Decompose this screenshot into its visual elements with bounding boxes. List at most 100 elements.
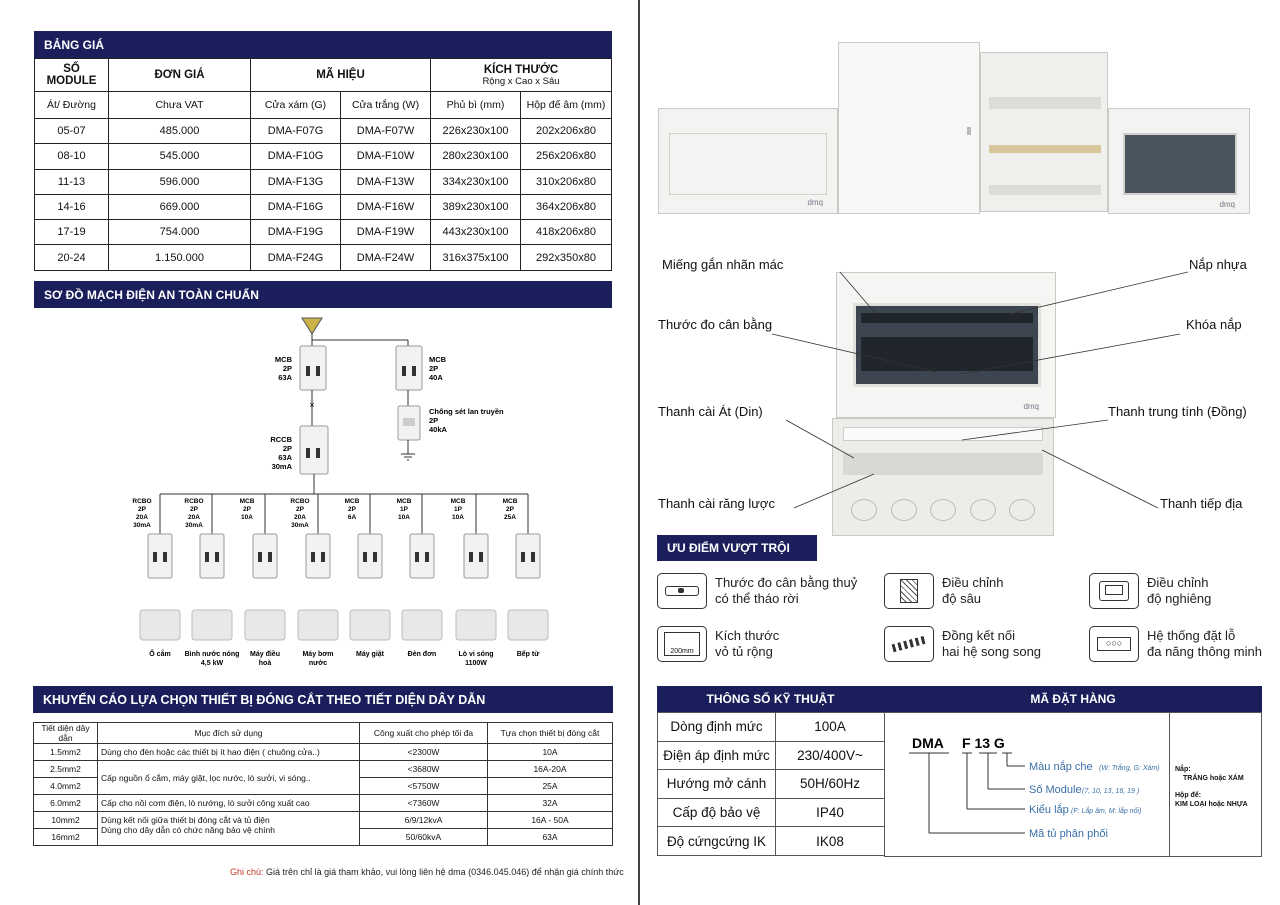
price-cell: DMA-F13W — [340, 168, 431, 195]
price-cell: 226x230x100 — [430, 117, 521, 145]
appliance-label: Máy điều — [250, 649, 280, 658]
branch-breaker — [199, 533, 225, 579]
branch-group: RCBO2P20A30mARCBO2P20A30mAMCB2P10ARCBO2P… — [132, 494, 541, 579]
price-cell: 05-07 — [34, 117, 109, 145]
order-header-text: MÃ ĐẶT HÀNG — [1030, 692, 1116, 706]
rec-cell: 32A — [487, 794, 613, 812]
appliance-icon — [139, 609, 181, 641]
branch-label: 6A — [348, 514, 357, 521]
branch-label: 10A — [452, 514, 464, 521]
branch-label: 1P — [454, 506, 463, 513]
neutral-label: Thanh trung tính (Đồng) — [1108, 404, 1247, 419]
size-badge: 200mm — [664, 632, 700, 656]
col-price: ĐƠN GIÁ — [108, 58, 251, 92]
note-text: Giá trên chỉ là giá tham khảo, vui lòng … — [266, 867, 624, 877]
adv-header-text: ƯU ĐIỂM VƯỢT TRỘI — [667, 541, 790, 555]
branch-breaker — [147, 533, 173, 579]
sub-white: Cửa trắng (W) — [340, 91, 431, 119]
price-cell: 669.000 — [108, 193, 251, 221]
rec-cell: 10A — [487, 743, 613, 761]
price-cell: 14-16 — [34, 193, 109, 221]
mcb-main-l2: 2P — [283, 364, 292, 373]
feature-text: độ nghiêng — [1147, 591, 1212, 606]
rec-purpose-l1: Dùng kết nối giữa thiết bị đóng cắt và t… — [101, 815, 270, 825]
appliance-label: Bếp từ — [517, 650, 541, 658]
rccb-l3: 63A — [278, 453, 292, 462]
feature-text: Thước đo cân bằng thuỷ — [715, 575, 858, 590]
price-cell: 292x350x80 — [520, 244, 612, 271]
price-cell: 754.000 — [108, 219, 251, 246]
circuit-header-text: SƠ ĐỒ MẠCH ĐIỆN AN TOÀN CHUẨN — [44, 287, 259, 302]
price-cell: 364x206x80 — [520, 193, 612, 221]
branch-label: 20A — [188, 514, 200, 521]
order-side-notes: Nắp: TRẮNG hoặc XÁM Hộp đế: KIM LOẠI hoặ… — [1175, 765, 1261, 809]
feature-text: Đồng kết nối — [942, 628, 1015, 643]
appliance-label: 4,5 kW — [201, 660, 224, 667]
branch-label: RCBO — [290, 498, 309, 505]
feature-text: Hệ thống đặt lỗ — [1147, 628, 1236, 643]
appliance-label: Máy bơm — [302, 651, 333, 658]
cabinet-base-photo — [832, 418, 1054, 536]
branch-label: 2P — [190, 506, 199, 513]
branch-label: MCB — [240, 498, 255, 505]
appliance-label: Đèn đơn — [408, 651, 437, 658]
depth-icon — [884, 573, 934, 609]
order-color: Màu nắp che — [1029, 760, 1093, 773]
appliance-label: nước — [309, 660, 327, 667]
rec-cell: 16mm2 — [33, 828, 98, 846]
appliance-label: Lò vi sóng — [459, 651, 494, 658]
branch-breaker — [305, 533, 331, 579]
rec-header: KHUYẾN CÁO LỰA CHỌN THIẾT BỊ ĐÓNG CẮT TH… — [33, 686, 613, 713]
price-cell: 545.000 — [108, 143, 251, 170]
branch-label: 2P — [296, 506, 305, 513]
price-cell: 1.150.000 — [108, 244, 251, 271]
sub-surface: Phủ bì (mm) — [430, 91, 521, 119]
rec-col-purpose: Mục đích sử dụng — [97, 722, 360, 744]
feature-text: Điều chỉnh — [942, 575, 1004, 590]
rec-cell: 6.0mm2 — [33, 794, 98, 812]
rec-cell: 6/9/12kvA — [359, 811, 488, 829]
cover-label: Nắp nhựa — [1189, 257, 1247, 272]
cabinet-closed-photo: dmq — [658, 108, 838, 214]
rec-cell: Dùng kết nối giữa thiết bị đóng cắt và t… — [97, 811, 360, 846]
appliance-label: 1100W — [465, 660, 487, 667]
rec-col-device: Tựa chọn thiết bị đóng cắt — [487, 722, 613, 744]
rec-header-text: KHUYẾN CÁO LỰA CHỌN THIẾT BỊ ĐÓNG CẮT TH… — [43, 692, 486, 707]
col-size-sub: Rộng x Cao x Sâu — [482, 75, 560, 87]
mcb-side-l1: MCB — [429, 355, 447, 364]
order-code-box: DMA F 13 G Màu nắp che (W: Trắng, G: Xám… — [884, 712, 1262, 857]
holes-icon: ○○○ — [1089, 626, 1139, 662]
spec-key: Độ cứngcứng IK — [657, 826, 776, 856]
appliance-icon — [455, 609, 497, 641]
busbar-icon — [884, 626, 934, 662]
circuit-header: SƠ ĐỒ MẠCH ĐIỆN AN TOÀN CHUẨN — [34, 281, 612, 308]
rccb-device — [299, 425, 329, 475]
branch-label: 25A — [504, 514, 516, 521]
price-header: BẢNG GIÁ — [34, 31, 612, 58]
tilt-icon — [1089, 573, 1139, 609]
price-cell: 443x230x100 — [430, 219, 521, 246]
sub-price: Chưa VAT — [108, 91, 251, 119]
table-row: 1.5mm2 Dùng cho đèn hoặc các thiết bị ít… — [33, 743, 613, 761]
spec-order-header: THÔNG SỐ KỸ THUẬT MÃ ĐẶT HÀNG — [657, 686, 1262, 712]
rccb-l1: RCCB — [270, 435, 292, 444]
price-cell: DMA-F13G — [250, 168, 341, 195]
branch-label: 10A — [398, 514, 410, 521]
mcb-side-l3: 40A — [429, 373, 443, 382]
price-cell: 202x206x80 — [520, 117, 612, 145]
mcb-main-l1: MCB — [275, 355, 293, 364]
spd-l2: 2P — [429, 416, 438, 425]
rec-cell: 50/60kvA — [359, 828, 488, 846]
mcb-side-l2: 2P — [429, 364, 438, 373]
order-mount-hint: (F: Lắp âm, M: lắp nổi) — [1071, 806, 1141, 815]
branch-breaker — [463, 533, 489, 579]
din-label: Thanh cài Át (Din) — [658, 404, 763, 419]
branch-label: 30mA — [133, 522, 151, 529]
